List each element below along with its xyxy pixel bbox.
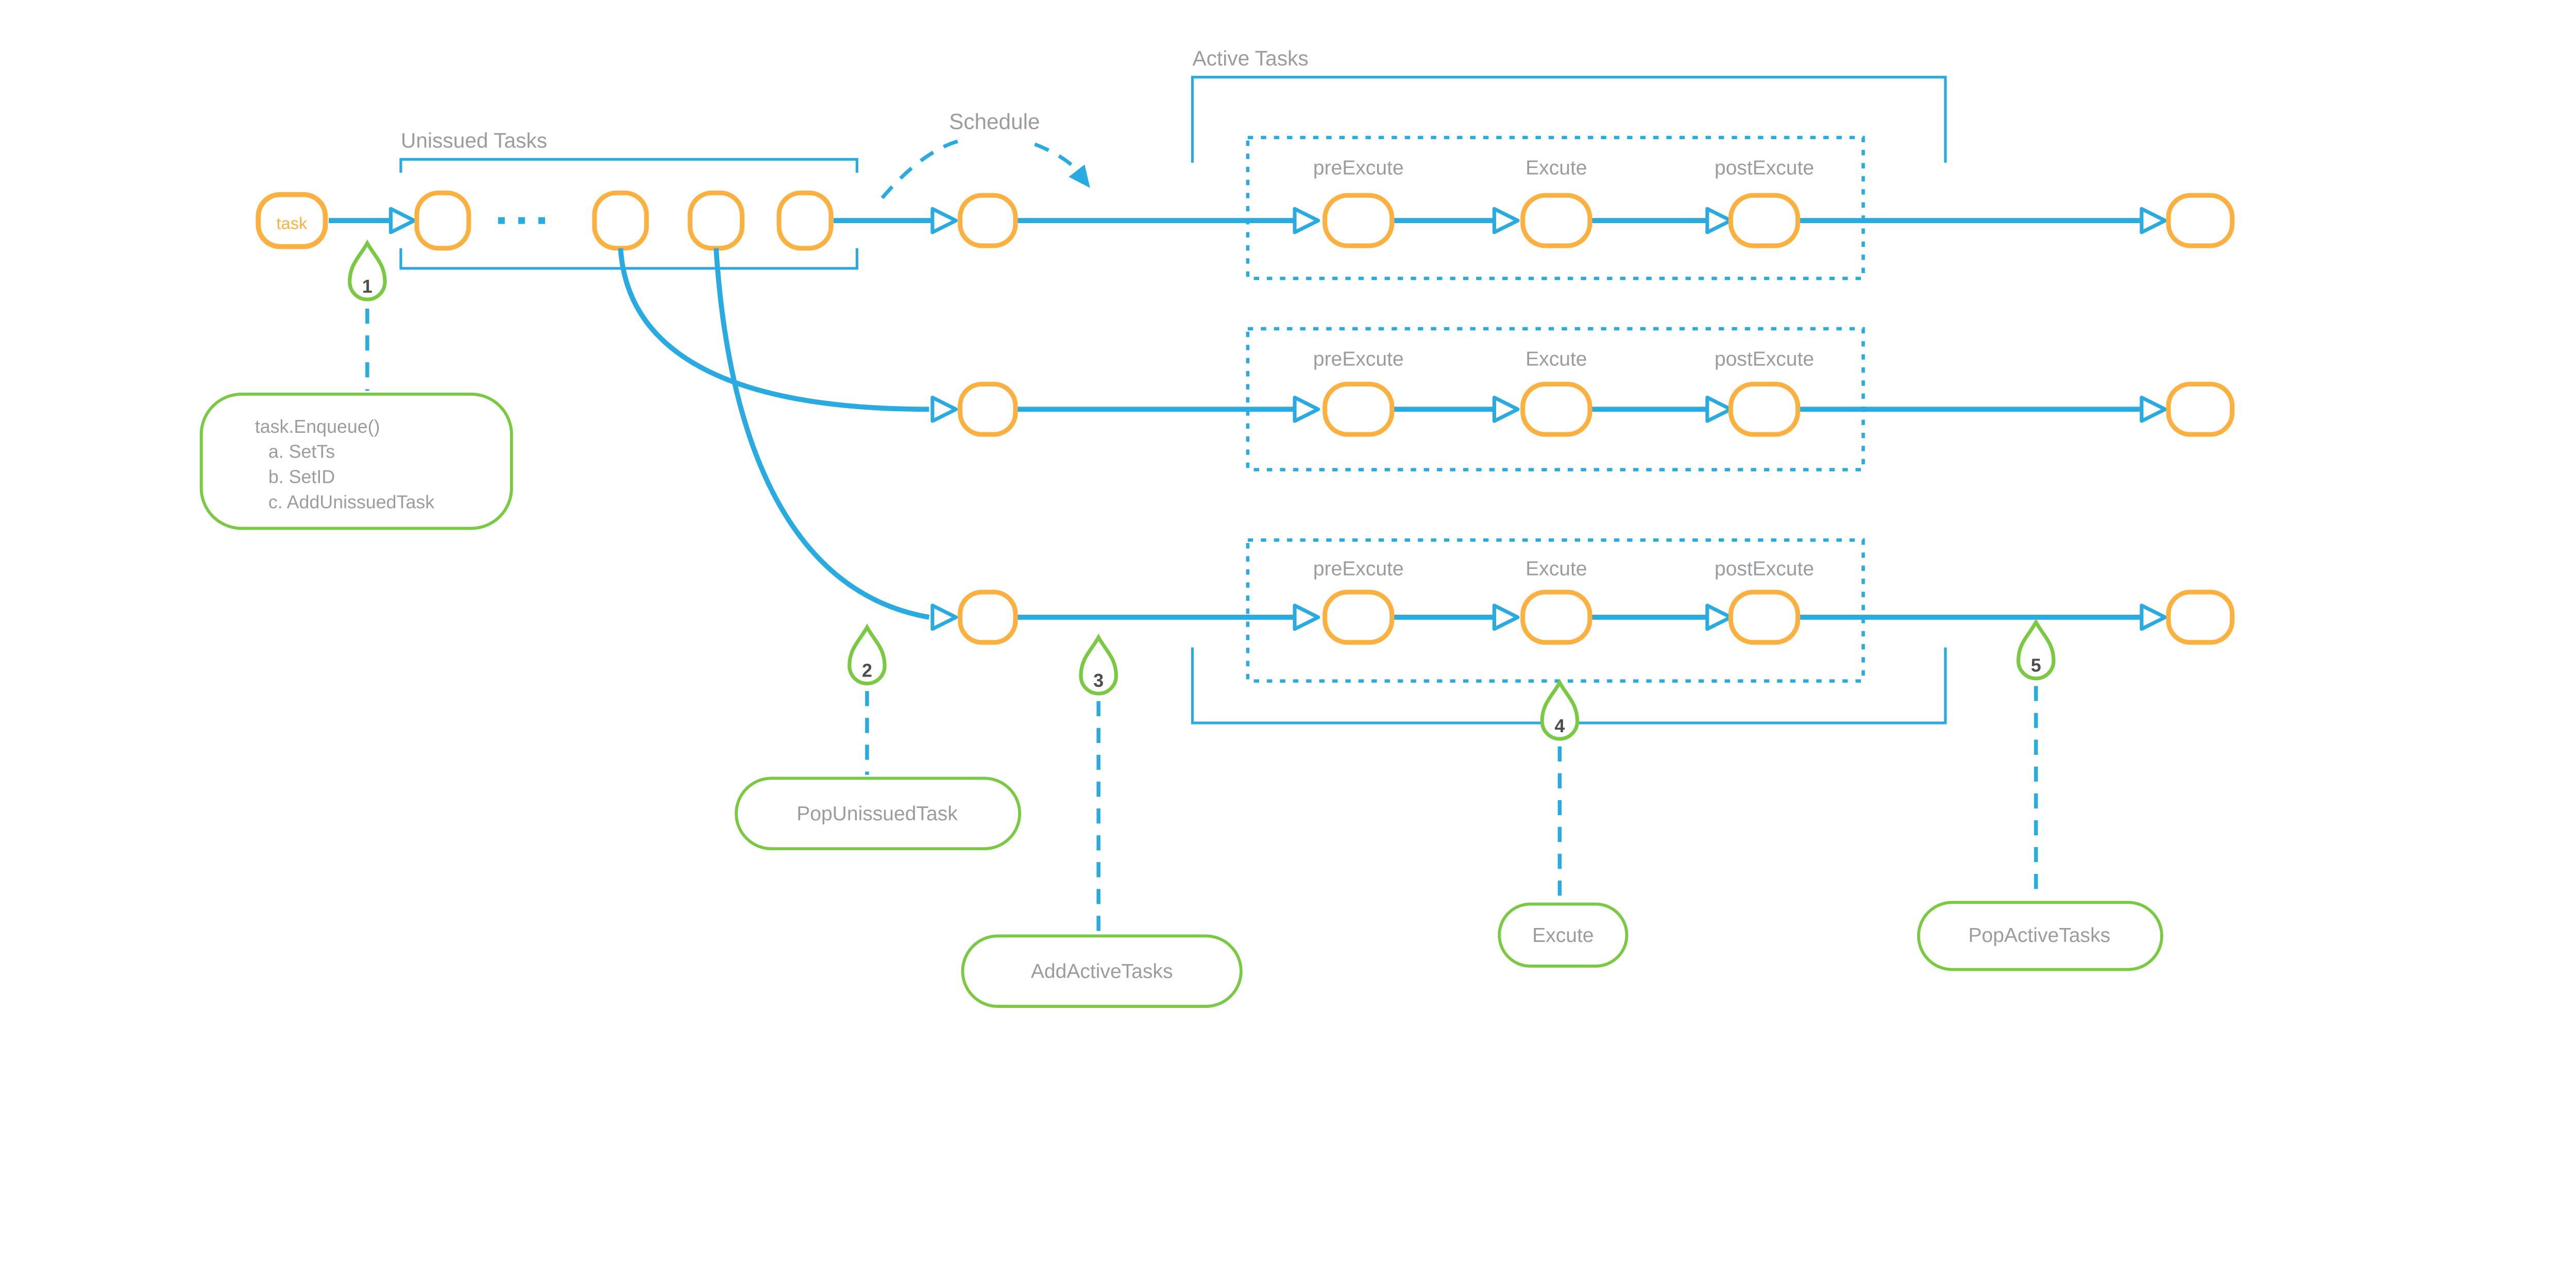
pre-excute-node <box>1323 193 1395 248</box>
unissued-queue: task <box>256 190 834 251</box>
callout-line: task.Enqueue() <box>255 416 380 437</box>
task-node <box>256 192 328 249</box>
marker-number: 5 <box>2031 655 2041 676</box>
dispatch-curve-row2 <box>618 248 929 412</box>
callout-box <box>961 934 1243 1008</box>
arrowhead-icon <box>2142 605 2165 629</box>
dispatch-curve-row3 <box>714 248 930 620</box>
pre-excute-label: preExcute <box>1313 348 1404 370</box>
marker-2: 2 <box>850 627 885 775</box>
pre-excute-label: preExcute <box>1313 558 1404 580</box>
task-scheduler-diagram: Unissued Tasks Schedule Active Tasks tas… <box>199 46 2235 1008</box>
arrowhead-icon <box>1707 605 1731 629</box>
callout-add-active-tasks: AddActiveTasks <box>961 934 1243 1008</box>
arrowhead-icon <box>1295 397 1318 421</box>
callout-task-enqueue: task.Enqueue() a. SetTs b. SetID c. AddU… <box>199 393 513 530</box>
marker-number: 2 <box>862 660 872 681</box>
marker-5: 5 <box>2019 622 2054 899</box>
worker-row-1: preExcute Excute postExcute <box>958 136 2235 280</box>
arrowhead-icon <box>1494 397 1518 421</box>
callout-pop-active-tasks: PopActiveTasks <box>1917 901 2163 971</box>
arrowhead-icon <box>1494 605 1518 629</box>
callout-label: PopActiveTasks <box>1969 924 2111 947</box>
post-excute-label: postExcute <box>1715 348 1814 370</box>
callout-label: AddActiveTasks <box>1031 960 1173 983</box>
post-excute-node <box>1728 589 1801 645</box>
excute-label: Excute <box>1526 348 1587 370</box>
arrowhead-icon <box>2142 209 2165 232</box>
callout-box <box>199 393 513 530</box>
schedule-node <box>958 193 1018 248</box>
arrowhead-icon <box>933 397 956 421</box>
post-excute-label: postExcute <box>1715 558 1814 580</box>
worker-row-3: preExcute Excute postExcute <box>958 538 2235 683</box>
pre-excute-label: preExcute <box>1313 157 1404 179</box>
unissued-tasks-label: Unissued Tasks <box>401 128 547 152</box>
callout-line: c. AddUnissuedTask <box>268 492 434 512</box>
marker-3: 3 <box>1081 637 1116 933</box>
callout-box <box>1498 902 1629 968</box>
arrowhead-icon <box>933 209 956 232</box>
done-task-node <box>2166 193 2235 248</box>
callout-pop-unissued-task: PopUnissuedTask <box>735 777 1022 851</box>
post-excute-node <box>1728 381 1801 437</box>
excute-node <box>1520 193 1592 248</box>
pipeline-dashed-box <box>1246 538 1865 683</box>
done-task-node <box>2166 381 2235 437</box>
arrowhead-icon <box>391 209 414 232</box>
pipeline-dashed-box <box>1246 327 1865 471</box>
callout-line: b. SetID <box>268 466 335 487</box>
arrowhead-icon <box>1295 605 1318 629</box>
arrowhead-icon <box>2142 397 2165 421</box>
post-excute-node <box>1728 193 1801 248</box>
post-excute-label: postExcute <box>1715 157 1814 179</box>
arrowhead-icon <box>1494 209 1518 232</box>
unissued-bracket-top <box>399 158 859 173</box>
worker-row-2: preExcute Excute postExcute <box>958 327 2235 471</box>
marker-4: 4 <box>1542 683 1577 901</box>
pipeline-dashed-box <box>1246 136 1865 280</box>
arrowhead-icon <box>1707 397 1731 421</box>
excute-label: Excute <box>1526 157 1587 179</box>
marker-number: 4 <box>1554 716 1565 736</box>
callout-line: a. SetTs <box>268 442 335 462</box>
arrowhead-icon <box>933 605 956 629</box>
arrowhead-icon <box>1295 209 1318 232</box>
arrowhead-icon <box>1707 209 1731 232</box>
callout-box <box>735 777 1022 851</box>
unissued-bracket-bottom <box>399 248 859 270</box>
queue-task-node <box>776 190 834 251</box>
active-bracket-top <box>1191 76 1947 163</box>
marker-number: 1 <box>362 276 372 297</box>
pre-excute-node <box>1323 589 1395 645</box>
pre-excute-node <box>1323 381 1395 437</box>
queue-task-node <box>687 190 744 251</box>
queue-task-node <box>592 190 649 251</box>
schedule-arc-left <box>880 139 960 199</box>
task-node-label: task <box>277 214 308 232</box>
callout-box <box>1917 901 2163 971</box>
active-tasks-label: Active Tasks <box>1192 46 1308 70</box>
callout-excute: Excute <box>1498 902 1629 968</box>
callout-label: Excute <box>1532 924 1594 947</box>
excute-node <box>1520 381 1592 437</box>
diagram-canvas: Unissued Tasks Schedule Active Tasks tas… <box>199 46 2235 1008</box>
schedule-label: Schedule <box>949 110 1040 134</box>
schedule-node <box>958 381 1018 437</box>
marker-number: 3 <box>1093 670 1104 691</box>
done-task-node <box>2166 589 2235 645</box>
excute-node <box>1520 589 1592 645</box>
schedule-node <box>958 589 1018 645</box>
queue-task-node <box>414 190 471 251</box>
callout-label: PopUnissuedTask <box>796 803 958 825</box>
excute-label: Excute <box>1526 558 1587 580</box>
marker-1: 1 <box>350 243 385 391</box>
schedule-arc-arrowhead-icon <box>1069 164 1098 194</box>
